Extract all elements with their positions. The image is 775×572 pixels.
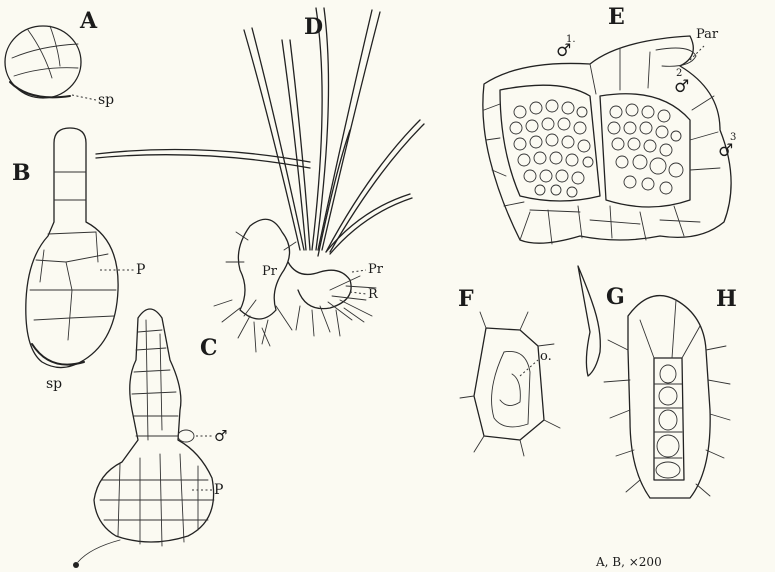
figure-a-spore: sp A xyxy=(5,8,114,108)
label-d-r: R xyxy=(368,287,379,302)
label-e-sup-1: 1. xyxy=(566,34,576,45)
figure-b-label: B xyxy=(12,160,31,186)
figure-a-label: A xyxy=(79,8,98,34)
label-f-o: o. xyxy=(540,349,552,364)
figure-c-label: C xyxy=(200,335,218,361)
figure-f-label: F xyxy=(458,286,474,312)
label-b-p: P xyxy=(136,262,145,278)
label-c-p: P xyxy=(214,482,223,498)
label-e-male-3: ♂ xyxy=(718,141,733,161)
figure-e-label: E xyxy=(608,4,625,30)
figure-e-antheridia-section: ♂ 1. ♂ 2 ♂ 3 Par E xyxy=(483,4,737,244)
figure-d-young-plant: Pr Pr R D xyxy=(96,8,424,352)
label-e-sup-3: 3 xyxy=(730,132,736,143)
label-b-sp: sp xyxy=(46,376,62,392)
caption: A, B, ×200 xyxy=(595,555,662,569)
label-e-sup-2: 2 xyxy=(676,68,682,79)
figure-g-label: G xyxy=(606,284,625,310)
figure-h-label: H xyxy=(716,286,737,312)
label-d-pr-left: Pr xyxy=(262,264,278,279)
figure-d-label: D xyxy=(304,14,323,40)
label-c-male: ♂ xyxy=(214,427,227,445)
figure-f-archegonium: o. F xyxy=(458,286,560,456)
figure-b-prothallus: P sp B xyxy=(12,128,145,392)
figure-c-prothallus: ♂ P C xyxy=(73,309,227,568)
label-a-sp: sp xyxy=(98,92,114,108)
label-d-pr-right: Pr xyxy=(368,262,384,277)
figure-h-archegonium-neck: H xyxy=(604,286,737,498)
label-e-male-2: ♂ xyxy=(674,77,689,97)
figure-g-spermatozoid: G xyxy=(578,266,625,376)
label-e-par: Par xyxy=(696,27,719,42)
